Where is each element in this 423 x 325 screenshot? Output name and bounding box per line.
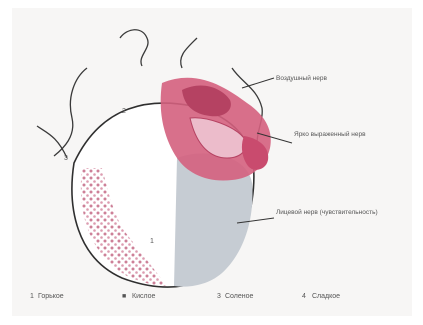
legend-item-bitter: 1 Горькое — [30, 293, 64, 300]
callout-upper: Воздушный нерв — [276, 74, 327, 82]
region-number-2: 2 — [122, 108, 126, 115]
legend-symbol: 1 — [30, 293, 34, 300]
region-number-1: 1 — [150, 238, 154, 245]
nerve-line-right — [181, 38, 197, 68]
legend-symbol: 3 — [217, 293, 221, 300]
legend-symbol: ■ — [122, 293, 126, 300]
region-number-3: 3 — [64, 155, 68, 162]
legend-label: Соленое — [225, 293, 254, 300]
legend-label: Горькое — [38, 293, 64, 300]
legend-label: Сладкое — [312, 293, 340, 300]
legend-symbol: 4 — [302, 293, 306, 300]
legend-item-salty: 3 Соленое — [217, 293, 254, 300]
callout-line-upper — [242, 78, 274, 88]
legend-label: Кислое — [132, 293, 156, 300]
nerve-line-left-branch — [37, 126, 67, 158]
nerve-line-left — [120, 30, 148, 66]
legend-item-sweet: 4 Сладкое — [302, 293, 340, 300]
legend-item-sour: ■ Кислое — [122, 293, 156, 300]
diagram-canvas: Воздушный нерв Ярко выраженный нерв Лице… — [12, 8, 412, 316]
nerve-line-far-left — [54, 68, 87, 156]
legend: 1 Горькое ■ Кислое 3 Соленое 4 Сладкое — [30, 293, 340, 300]
tongue-taste-diagram: Воздушный нерв Ярко выраженный нерв Лице… — [12, 8, 412, 316]
callout-middle: Ярко выраженный нерв — [294, 130, 366, 138]
callout-lower: Лицевой нерв (чувствительность) — [276, 208, 378, 216]
